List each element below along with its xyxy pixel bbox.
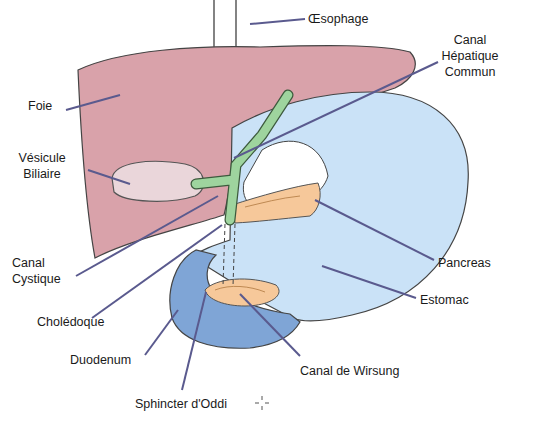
hidden-duct <box>223 224 235 286</box>
part-label: Canal Cystique <box>12 255 74 287</box>
part-label: Œsophage <box>308 11 398 27</box>
pancreas-texture <box>245 196 300 207</box>
part-label: Foie <box>28 98 68 114</box>
part-label: Estomac <box>420 292 500 308</box>
oesophagus-shape <box>214 0 236 50</box>
part-label: Cholédoque <box>37 314 127 330</box>
pancreas-body <box>232 183 320 223</box>
part-label: Vésicule Biliaire <box>6 150 78 182</box>
duodenum-shape <box>170 250 300 348</box>
part-label: Pancreas <box>438 255 518 271</box>
part-label: Canal Hépatique Commun <box>434 32 506 80</box>
wirsung-duct <box>215 286 265 292</box>
part-label: Duodenum <box>70 352 160 368</box>
gallbladder-shape <box>112 161 204 201</box>
part-label: Sphincter d'Oddi <box>135 396 265 412</box>
stomach-shape <box>190 92 468 321</box>
leader-lines <box>66 19 438 390</box>
cross-mark <box>255 396 269 410</box>
pancreas-head <box>205 279 279 306</box>
part-label: Canal de Wirsung <box>300 363 430 379</box>
